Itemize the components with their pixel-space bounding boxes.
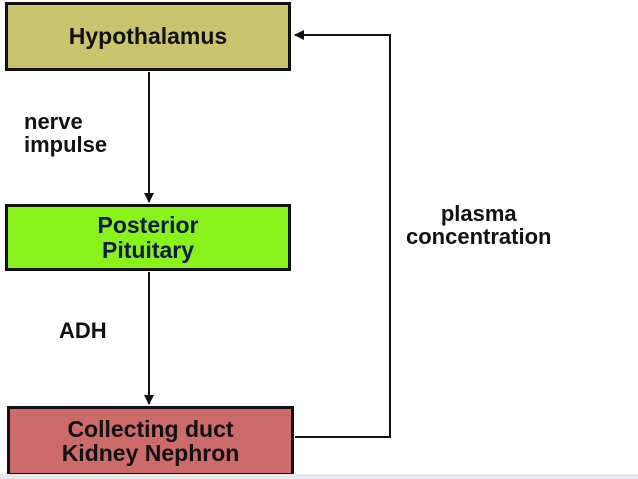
collecting-label-line-1: Collecting duct	[67, 415, 234, 442]
feedback-loop-line	[294, 30, 391, 438]
adh-line-1: ADH	[59, 318, 107, 343]
collecting-label-line-2: Kidney Nephron	[61, 440, 240, 466]
nerve-impulse-line-2: impulse	[24, 132, 108, 158]
nerve-impulse-label: nerve impulse	[24, 110, 107, 156]
posterior-pituitary-box: Posterior Pituitary	[5, 204, 291, 271]
adh-label: ADH	[59, 319, 107, 342]
hypothalamus-box: Hypothalamus	[5, 2, 291, 71]
nerve-impulse-line-1: nerve	[24, 109, 83, 134]
pituitary-label-line-2: Pituitary	[101, 236, 195, 263]
bottom-edge-strip	[0, 474, 638, 479]
plasma-concentration-label: plasma concentration	[406, 202, 551, 248]
collecting-duct-box: Collecting duct Kidney Nephron	[7, 406, 294, 476]
hypothalamus-label: Hypothalamus	[68, 23, 228, 50]
plasma-concentration-line-2: concentration	[406, 224, 552, 250]
pituitary-label-line-1: Posterior	[97, 212, 199, 239]
plasma-concentration-line-1: plasma	[440, 201, 517, 226]
